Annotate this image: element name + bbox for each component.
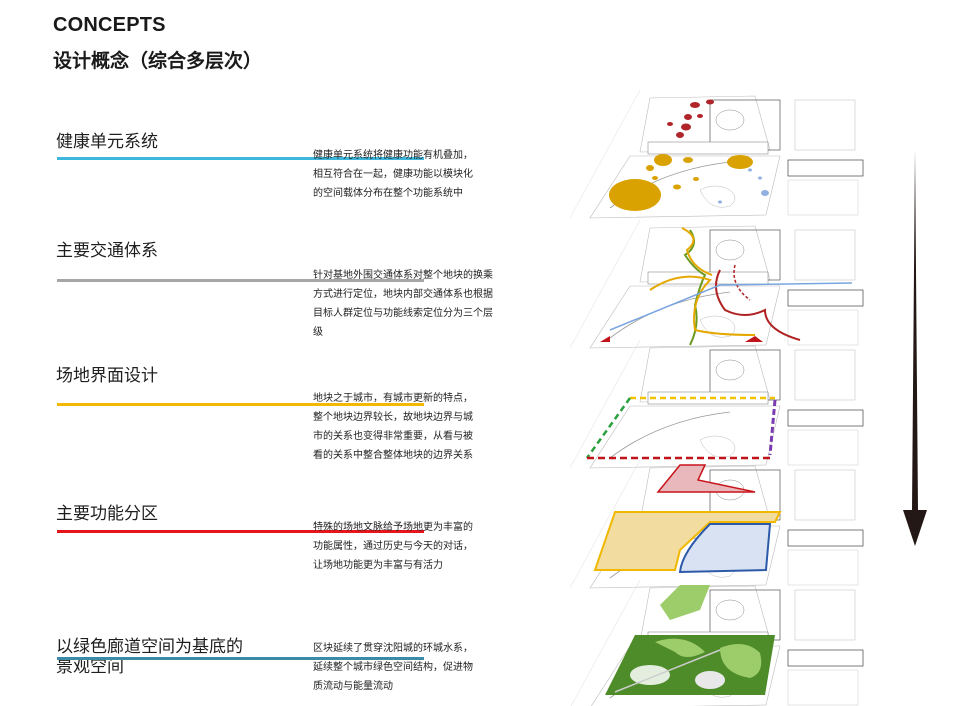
section-description: 健康单元系统将健康功能有机叠加， 相互符合在一起，健康功能以模块化 的空间载体分… — [313, 146, 503, 203]
arrow-down-icon — [903, 150, 927, 546]
layer-function-zones — [570, 459, 864, 589]
section-title: 主要交通体系 — [56, 241, 158, 261]
desc-line: 延续整个城市绿色空间结构，促进物 — [313, 662, 473, 673]
desc-line: 功能属性，通过历史与今天的对话， — [313, 541, 473, 552]
layered-site-plan-diagram — [570, 90, 864, 706]
desc-line: 看的关系中整合整体地块的边界关系 — [313, 450, 473, 461]
header-title-en: CONCEPTS — [53, 14, 166, 36]
desc-line: 地块之于城市，有城市更新的特点， — [313, 393, 473, 404]
section-divider — [57, 657, 424, 660]
layer-green-corridor — [570, 579, 864, 706]
section-title: 健康单元系统 — [56, 132, 158, 152]
header-title-cn: 设计概念（综合多层次） — [53, 50, 263, 72]
desc-line: 质流动与能量流动 — [313, 681, 393, 692]
section-title: 以绿色廊道空间为基底的 景观空间 — [56, 637, 243, 677]
layer-traffic-system — [570, 219, 864, 349]
desc-line: 健康单元系统将健康功能有机叠加， — [313, 150, 473, 161]
section-divider — [57, 279, 424, 282]
section-description: 特殊的场地文脉给予场地更为丰富的 功能属性，通过历史与今天的对话， 让场地功能更… — [313, 518, 503, 575]
desc-line: 针对基地外围交通体系对整个地块的换乘 — [313, 270, 493, 281]
desc-line: 的空间载体分布在整个功能系统中 — [313, 188, 463, 199]
section-title: 场地界面设计 — [56, 366, 158, 386]
desc-line: 方式进行定位，地块内部交通体系也根据 — [313, 289, 493, 300]
section-description: 地块之于城市，有城市更新的特点， 整个地块边界较长，故地块边界与城 市的关系也变… — [313, 389, 503, 465]
desc-line: 区块延续了贯穿沈阳城的环城水系， — [313, 643, 473, 654]
layer-health-units — [570, 90, 864, 219]
desc-line: 市的关系也变得非常重要，从看与被 — [313, 431, 473, 442]
section-divider — [57, 403, 424, 406]
desc-line: 特殊的场地文脉给予场地更为丰富的 — [313, 522, 473, 533]
section-description: 针对基地外围交通体系对整个地块的换乘 方式进行定位，地块内部交通体系也根据 目标… — [313, 266, 503, 342]
title-line: 景观空间 — [56, 657, 124, 677]
section-divider — [57, 530, 424, 533]
desc-line: 相互符合在一起，健康功能以模块化 — [313, 169, 473, 180]
title-line: 以绿色廊道空间为基底的 — [56, 637, 243, 657]
desc-line: 目标人群定位与功能线索定位分为三个层 — [313, 308, 493, 319]
layer-site-interface — [570, 339, 864, 469]
section-title: 主要功能分区 — [56, 504, 158, 524]
desc-line: 让场地功能更为丰富与有活力 — [313, 560, 443, 571]
desc-line: 级 — [313, 327, 323, 338]
desc-line: 整个地块边界较长，故地块边界与城 — [313, 412, 473, 423]
section-divider — [57, 157, 424, 160]
section-description: 区块延续了贯穿沈阳城的环城水系， 延续整个城市绿色空间结构，促进物 质流动与能量… — [313, 639, 503, 696]
